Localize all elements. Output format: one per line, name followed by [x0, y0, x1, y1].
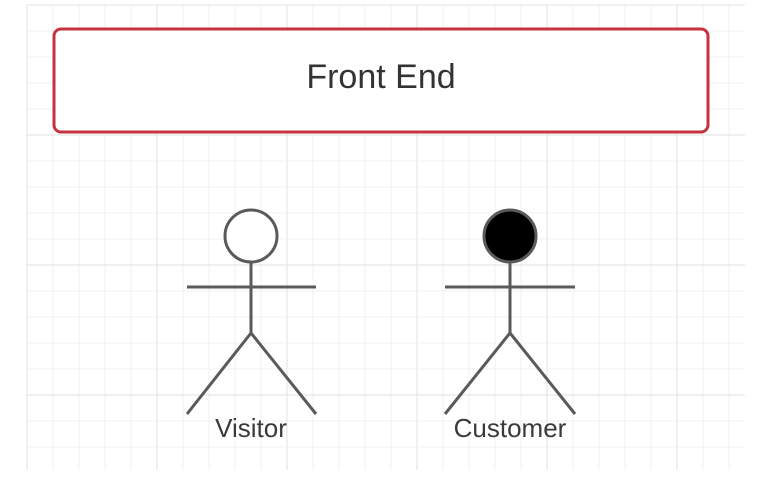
- frontend-box-label: Front End: [306, 58, 455, 96]
- actor-left-leg: [185, 332, 253, 415]
- actor-head: [482, 208, 538, 264]
- actor-head: [223, 208, 279, 264]
- actor-right-leg: [249, 332, 318, 415]
- frontend-box-border: [52, 27, 710, 134]
- actor-label-customer: Customer: [454, 413, 567, 443]
- actor-label-visitor: Visitor: [215, 413, 287, 443]
- actor-left-leg: [443, 332, 512, 415]
- actor-visitor[interactable]: Visitor: [185, 208, 318, 443]
- frontend-box[interactable]: Front End: [52, 27, 710, 134]
- actor-right-leg: [508, 332, 577, 415]
- actor-customer[interactable]: Customer: [443, 208, 577, 443]
